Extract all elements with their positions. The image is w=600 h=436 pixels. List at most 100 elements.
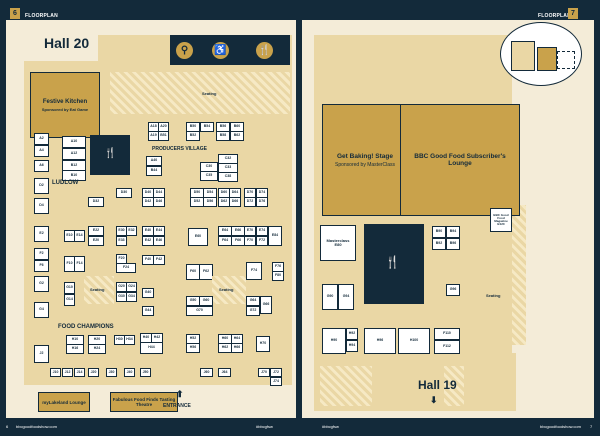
stand-j10[interactable]: J10	[50, 368, 61, 377]
stand-g96[interactable]: G96	[446, 284, 460, 296]
stand-j50[interactable]: J50	[140, 368, 151, 377]
stand-f80[interactable]: F80	[272, 271, 284, 281]
stand-j64[interactable]: J64	[218, 368, 231, 377]
stand-h16[interactable]: H16	[66, 344, 84, 354]
stand-e84[interactable]: E84	[268, 226, 282, 246]
stand-b52[interactable]: B52	[186, 131, 200, 141]
stand-c35[interactable]: C35	[200, 171, 218, 181]
get-baking-stage[interactable]: Get Baking! Stage Sponsored by MasterCla…	[322, 104, 408, 216]
stand-e33[interactable]: E33	[116, 236, 127, 246]
stand-b94[interactable]: B94	[446, 226, 460, 238]
stand-b54[interactable]: B54	[200, 122, 214, 132]
stand-e70[interactable]: E70	[244, 226, 256, 236]
stand-b62[interactable]: B62	[230, 131, 244, 141]
masterclass[interactable]: Masterclass E80	[320, 225, 356, 261]
stand-e44[interactable]: E44	[153, 226, 165, 236]
stand-a6[interactable]: A6	[34, 160, 49, 172]
stand-d46[interactable]: D46	[153, 197, 165, 207]
stand-h62[interactable]: H62	[218, 343, 232, 353]
stand-e46[interactable]: E46	[153, 236, 165, 246]
stand-h44[interactable]: H44	[140, 342, 163, 354]
stand-f2[interactable]: F2	[34, 248, 49, 260]
stand-j72[interactable]: J72	[270, 368, 282, 377]
stand-f112[interactable]: F112	[434, 340, 460, 354]
stand-j14[interactable]: J14	[74, 368, 85, 377]
stand-g94[interactable]: G94	[338, 284, 354, 310]
stand-j30[interactable]: J30	[106, 368, 117, 377]
stand-f14[interactable]: F14	[74, 256, 85, 272]
subscribers-lounge[interactable]: BBC Good Food Subscriber's Lounge	[400, 104, 520, 216]
stand-h34[interactable]: H34	[124, 335, 135, 345]
stand-h24[interactable]: H24	[88, 344, 106, 354]
lakeland-lounge[interactable]: myLakeland Lounge	[38, 392, 90, 412]
magazine-stand[interactable]: BBC Good Food Magazine B120	[490, 208, 512, 232]
stand-g66[interactable]: G66	[260, 296, 272, 314]
stand-g44[interactable]: G44	[142, 306, 154, 316]
stand-b96[interactable]: B96	[446, 238, 460, 250]
stand-c38[interactable]: C38	[218, 172, 238, 182]
stand-b44[interactable]: B44	[146, 166, 162, 176]
festive-kitchen[interactable]: Festive Kitchen Sponsored by Eat Game	[30, 72, 100, 138]
stand-f110[interactable]: F110	[434, 328, 460, 340]
stand-b58[interactable]: B58	[216, 131, 230, 141]
stand-g50[interactable]: G50	[186, 296, 200, 306]
stand-g90[interactable]: G90	[322, 284, 338, 310]
stand-j40[interactable]: J40	[124, 368, 135, 377]
stand-j20[interactable]: J20	[88, 368, 99, 377]
stand-e74[interactable]: E74	[256, 226, 268, 236]
stand-g64[interactable]: G64	[246, 296, 260, 306]
stand-f74[interactable]: F74	[246, 262, 262, 280]
stand-g70[interactable]: G70	[186, 306, 213, 316]
stand-d76[interactable]: D76	[256, 197, 268, 207]
stand-f66[interactable]: F66	[231, 236, 245, 246]
stand-b90[interactable]: B90	[432, 226, 446, 238]
stand-j2[interactable]: J2	[34, 345, 49, 363]
stand-e66[interactable]: E66	[231, 226, 245, 236]
stand-h70[interactable]: H70	[256, 336, 270, 352]
stand-g60[interactable]: G60	[199, 296, 213, 306]
stand-f64[interactable]: F64	[218, 236, 232, 246]
stand-f42[interactable]: F42	[153, 255, 165, 265]
stand-f70[interactable]: F70	[244, 236, 256, 246]
stand-a12[interactable]: A12	[62, 148, 86, 160]
stand-e2[interactable]: E2	[34, 226, 49, 242]
stand-d66[interactable]: D66	[229, 197, 241, 207]
stand-g2[interactable]: G2	[34, 276, 49, 292]
stand-d32[interactable]: D32	[88, 197, 104, 207]
stand-g72[interactable]: G72	[246, 306, 260, 316]
stand-g24[interactable]: G24	[126, 282, 137, 292]
stand-f60[interactable]: F60	[186, 264, 200, 280]
stand-e20[interactable]: E20	[88, 236, 104, 246]
stand-b92[interactable]: B92	[432, 238, 446, 250]
stand-j74[interactable]: J74	[270, 377, 282, 386]
stand-a40[interactable]: A40	[146, 156, 162, 166]
stand-e60[interactable]: E60	[188, 228, 208, 246]
stand-b10[interactable]: B10	[62, 170, 86, 181]
stand-d4[interactable]: D4	[34, 198, 49, 214]
stand-b51[interactable]: B51	[158, 131, 169, 141]
stand-j12[interactable]: J12	[62, 368, 73, 377]
stand-f6[interactable]: F6	[34, 260, 49, 272]
stand-e64[interactable]: E64	[218, 226, 232, 236]
stand-g14[interactable]: G14	[64, 294, 75, 306]
stand-e22[interactable]: E22	[88, 226, 104, 236]
stand-h56[interactable]: H56	[186, 343, 200, 353]
stand-a2[interactable]: A2	[34, 133, 49, 145]
stand-h92[interactable]: H92	[346, 328, 358, 340]
stand-j70[interactable]: J70	[258, 368, 270, 377]
stand-a10[interactable]: A10	[62, 136, 86, 148]
stand-h66[interactable]: H66	[231, 343, 243, 353]
stand-f24[interactable]: F24	[116, 263, 136, 273]
stand-h94[interactable]: H94	[346, 340, 358, 352]
stand-h96[interactable]: H96	[364, 328, 396, 354]
stand-d2[interactable]: D2	[34, 178, 49, 194]
stand-g4[interactable]: G4	[34, 302, 49, 318]
stand-d52[interactable]: D52	[190, 197, 204, 207]
stand-h90[interactable]: H90	[322, 328, 346, 354]
fabulous-food-finds[interactable]: Fabulous Food Finds Tasting Theatre	[110, 392, 178, 412]
stand-j60[interactable]: J60	[200, 368, 213, 377]
stand-d30[interactable]: D30	[116, 188, 132, 198]
stand-d72[interactable]: D72	[244, 197, 256, 207]
stand-f62[interactable]: F62	[199, 264, 213, 280]
stand-h100[interactable]: H100	[398, 328, 430, 354]
